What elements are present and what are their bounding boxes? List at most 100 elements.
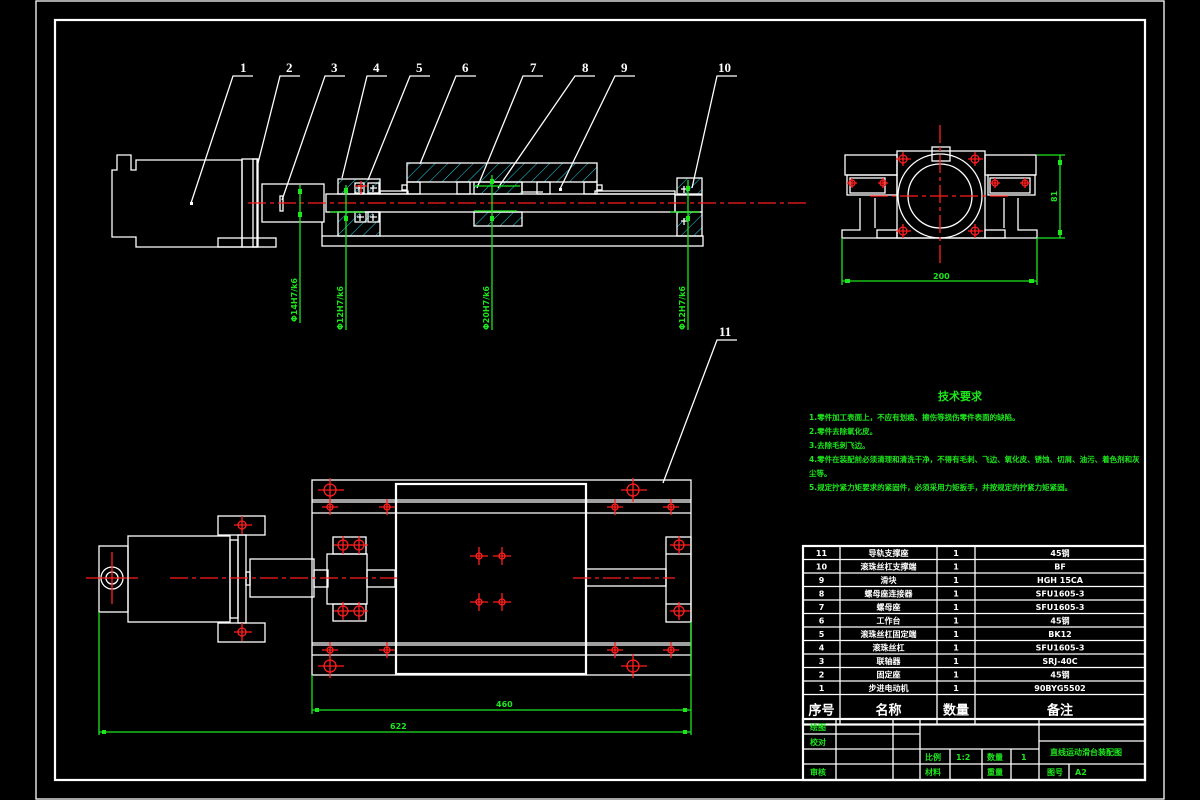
bom-note: SRJ-40C: [1042, 657, 1077, 666]
bom-name: 导轨支撑座: [869, 548, 909, 558]
length-dim-overall: 622: [390, 722, 407, 731]
requirement-line-3: 3.去除毛刺飞边。: [809, 440, 870, 450]
bom-note: SFU1605-3: [1036, 590, 1085, 599]
bom-note: 45钢: [1050, 548, 1069, 558]
bom-no: 8: [819, 590, 825, 599]
bom-name: 滚珠丝杠: [873, 643, 905, 653]
quantity-value: 1: [1021, 753, 1027, 762]
bom-no: 6: [819, 617, 825, 626]
fit-callout-4: Φ12H7/k6: [678, 286, 687, 330]
bom-no: 7: [819, 603, 825, 612]
bom-frame: [801, 544, 1147, 726]
bom-qty: 1: [953, 671, 959, 680]
bom-name: 螺母座: [877, 602, 901, 612]
part-label-6: 6: [462, 60, 469, 75]
bom-qty: 1: [953, 563, 959, 572]
bom-header-note: 备注: [1046, 703, 1073, 719]
bom-note: 45钢: [1050, 670, 1069, 680]
bom-no: 10: [816, 563, 828, 572]
bom-no: 4: [819, 644, 825, 653]
scale-value: 1:2: [956, 753, 970, 762]
side-width-dim: 200: [933, 272, 950, 281]
bom-no: 9: [819, 576, 825, 585]
sheet-value: A2: [1075, 768, 1087, 777]
part-label-9: 9: [621, 60, 628, 75]
part-label-5: 5: [416, 60, 423, 75]
bom-row: 3 联轴器 1 SRJ-40C: [819, 656, 1078, 666]
motor-body-top: [127, 535, 231, 623]
drawn-by-label: 绘图: [810, 722, 826, 732]
part-label-7: 7: [530, 60, 537, 75]
part-label-1: 1: [240, 60, 247, 75]
approved-by-label: 审核: [810, 767, 826, 777]
motor-flange: [98, 545, 129, 613]
bom-name: 滚珠丝杠固定端: [861, 629, 917, 639]
checked-by-label: 校对: [810, 737, 826, 747]
bom-row: 8 螺母座连接器 1 SFU1605-3: [819, 589, 1085, 599]
bom-qty: 1: [953, 617, 959, 626]
bom-qty: 1: [953, 644, 959, 653]
bom-qty: 1: [953, 684, 959, 693]
front-view: 1 2 3 4 5 6 7 8 9 10 Φ14H7/k6 Φ12H7/k6 Φ…: [111, 60, 806, 330]
outer-border: [35, 0, 1165, 800]
bom-header-name: 名称: [875, 703, 901, 719]
fit-dimensions: [298, 175, 700, 330]
scale-label: 比例: [925, 752, 941, 762]
material-label: 材料: [925, 767, 941, 777]
requirement-line-2: 2.零件去除氧化皮。: [809, 426, 877, 436]
quantity-label: 数量: [987, 752, 1003, 762]
bom-no: 5: [819, 630, 825, 639]
bom-name: 步进电动机: [869, 683, 909, 693]
bom-qty: 1: [953, 576, 959, 585]
fit-callout-2: Φ12H7/k6: [336, 286, 345, 330]
bom-qty: 1: [953, 657, 959, 666]
requirement-line-1: 1.零件加工表面上，不应有划痕、擦伤等损伤零件表面的缺陷。: [809, 412, 1020, 422]
requirements-title: 技术要求: [938, 389, 983, 403]
technical-requirements: 技术要求 1.零件加工表面上，不应有划痕、擦伤等损伤零件表面的缺陷。 2.零件去…: [809, 389, 1140, 492]
bom-header-no: 序号: [808, 703, 834, 719]
fit-callout-1: Φ14H7/k6: [290, 278, 299, 322]
bom-note: SFU1605-3: [1036, 603, 1085, 612]
sheet-label: 图号: [1047, 768, 1063, 777]
title-block: 绘图 校对 审核 比例 1:2 数量 1 材料 重量 直线运动滑台装配图 图号 …: [801, 717, 1147, 782]
bom-name: 螺母座连接器: [865, 589, 914, 599]
requirement-line-6: 5.规定拧紧力矩要求的紧固件，必须采用力矩扳手，并按规定的拧紧力矩紧固。: [809, 482, 1072, 492]
top-view: 11 460 622: [86, 324, 737, 735]
weight-label: 重量: [987, 767, 1003, 777]
bom-qty: 1: [953, 590, 959, 599]
bom-qty: 1: [953, 630, 959, 639]
part-label-8: 8: [582, 60, 589, 75]
nut-seat-lower: [473, 211, 523, 227]
part-label-10: 10: [718, 60, 731, 75]
bom-note: BF: [1054, 563, 1066, 572]
bom-name: 联轴器: [877, 656, 902, 666]
bom-qty: 1: [953, 549, 959, 558]
bom-row: 7 螺母座 1 SFU1605-3: [819, 602, 1085, 612]
fit-callout-3: Φ20H7/k6: [482, 286, 491, 330]
bom-no: 11: [816, 549, 828, 558]
bom-no: 3: [819, 657, 825, 666]
bom-name: 滑块: [881, 575, 898, 585]
stepper-motor: [111, 154, 277, 248]
inner-frame: [53, 18, 1147, 782]
drawing-name: 直线运动滑台装配图: [1050, 747, 1122, 757]
bom-row: 11 导轨支撑座 1 45钢: [816, 548, 1070, 558]
part-label-2: 2: [286, 60, 293, 75]
bom-qty: 1: [953, 603, 959, 612]
part-label-3: 3: [331, 60, 338, 75]
bom-row: 4 滚珠丝杠 1 SFU1605-3: [819, 643, 1085, 653]
bom-note: SFU1605-3: [1036, 644, 1085, 653]
bom-no: 1: [819, 684, 825, 693]
bom-no: 2: [819, 671, 825, 680]
side-view: 200 81: [841, 125, 1065, 285]
requirement-line-4: 4.零件在装配前必须清理和清洗干净，不得有毛刺、飞边、氧化皮、锈蚀、切屑、油污、…: [809, 454, 1140, 464]
bom-name: 工作台: [877, 616, 901, 626]
